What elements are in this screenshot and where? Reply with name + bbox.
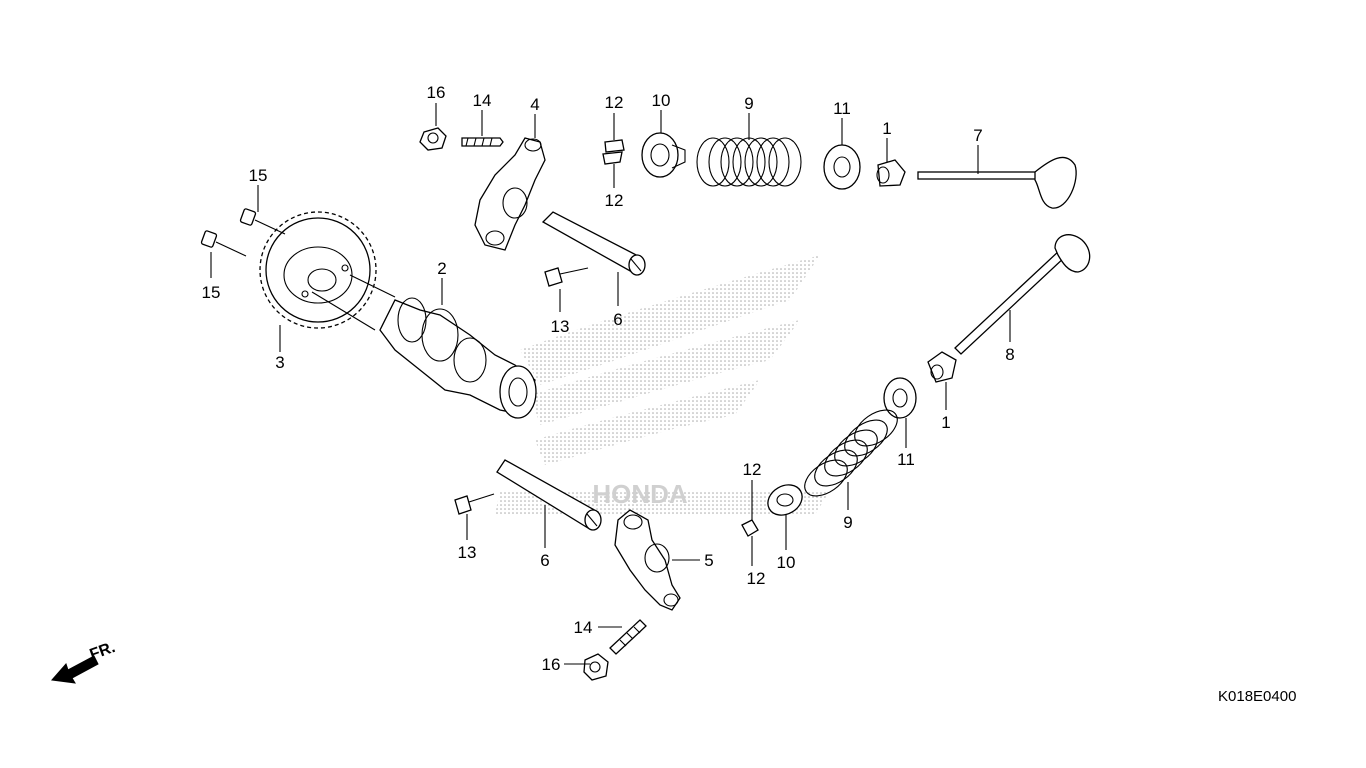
callout-14-lower: 14 (574, 618, 593, 637)
front-direction-indicator: FR. (51, 639, 118, 684)
front-direction-label: FR. (88, 639, 118, 664)
rocker-shaft-part-6-lower (496, 459, 602, 531)
callout-5: 5 (704, 551, 713, 570)
callout-12-top-b: 12 (605, 191, 624, 210)
callout-15-upper: 15 (249, 166, 268, 185)
watermark-text: HONDA (592, 479, 688, 509)
valve-spring-part-9-upper (696, 137, 802, 187)
callout-13-lower: 13 (458, 543, 477, 562)
callout-11-lower: 11 (897, 450, 915, 469)
callout-9-lower: 9 (843, 513, 852, 532)
valve-part-8 (954, 234, 1091, 355)
watermark-wing-logo: HONDA (495, 255, 830, 515)
callout-3: 3 (275, 353, 284, 372)
lock-nut-part-16-upper (419, 127, 447, 151)
spring-seat-part-11-lower (883, 377, 917, 419)
callout-12-top-a: 12 (605, 93, 624, 112)
rocker-arm-part-5 (614, 509, 681, 611)
callout-16-upper: 16 (427, 83, 446, 102)
callout-labels: 16 14 4 12 12 10 9 11 1 7 15 15 2 3 13 6… (202, 83, 1015, 674)
rocker-arm-part-4 (474, 137, 546, 251)
spring-retainer-part-10-lower (767, 484, 803, 516)
callout-13-upper: 13 (551, 317, 570, 336)
callout-9-upper: 9 (744, 94, 753, 113)
valve-stem-seal-part-1-upper (876, 159, 906, 187)
adjusting-screw-part-14-lower (609, 619, 647, 655)
callout-10-lower: 10 (777, 553, 796, 572)
callout-6-lower: 6 (540, 551, 549, 570)
cam-sprocket-part-3 (259, 211, 396, 331)
callout-16-lower: 16 (542, 655, 561, 674)
valve-cotter-part-12-upper (602, 139, 625, 165)
callout-4: 4 (530, 95, 539, 114)
lock-nut-part-16-lower (583, 653, 609, 681)
callout-7: 7 (973, 126, 982, 145)
catalog-code: K018E0400 (1218, 688, 1296, 705)
callout-11-upper: 11 (833, 99, 851, 118)
bolt-part-15-lower (200, 230, 247, 257)
spring-seat-part-11-upper (823, 144, 861, 190)
callout-8: 8 (1005, 345, 1014, 364)
callout-15-lower: 15 (202, 283, 221, 302)
bolt-part-13-upper (544, 267, 589, 287)
valve-spring-part-9-lower (804, 409, 898, 497)
camshaft-part-2 (379, 297, 537, 419)
callout-6-upper: 6 (613, 310, 622, 329)
callout-10-upper: 10 (652, 91, 671, 110)
callout-12-bottom-a: 12 (743, 460, 762, 479)
spring-retainer-part-10-upper (641, 132, 686, 178)
callout-14-upper: 14 (473, 91, 492, 110)
callout-1-lower: 1 (941, 413, 950, 432)
valve-part-7 (917, 156, 1077, 209)
bolt-part-15-upper (239, 208, 286, 235)
leader-lines (210, 103, 1011, 665)
callout-12-bottom-b: 12 (747, 569, 766, 588)
callout-1-upper: 1 (882, 119, 891, 138)
rocker-shaft-part-6-upper (541, 211, 646, 276)
valve-cotter-part-12-lower (741, 519, 759, 537)
adjusting-screw-part-14-upper (461, 137, 504, 147)
callout-2: 2 (437, 259, 446, 278)
valve-stem-seal-part-1-lower (927, 351, 957, 383)
bolt-part-13-lower (454, 493, 495, 515)
